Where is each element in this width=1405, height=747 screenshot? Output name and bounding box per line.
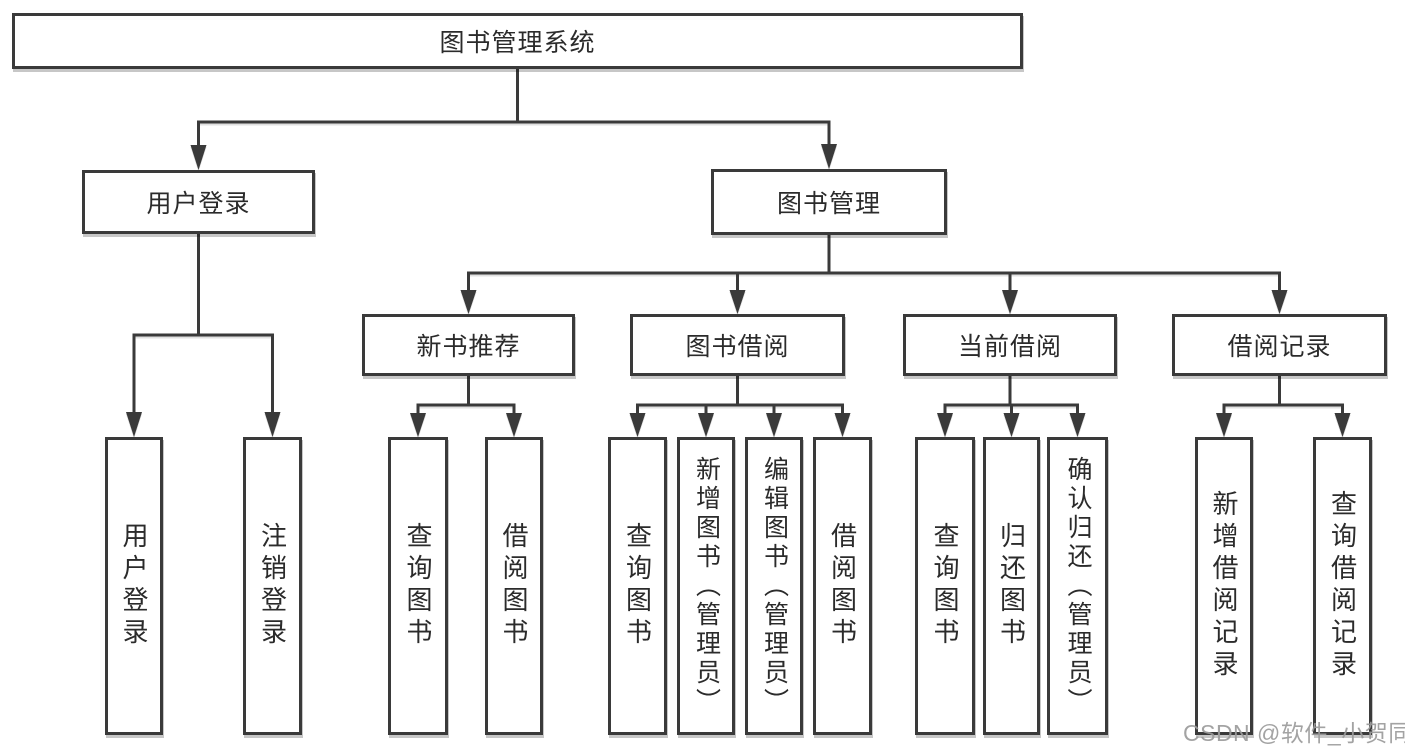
node-root-label: 图书管理系统 <box>439 29 596 57</box>
node-current-borrow: 当前借阅 <box>903 314 1117 376</box>
node-book-management-label: 图书管理 <box>776 190 881 218</box>
node-book-borrow-label: 图书借阅 <box>685 333 790 361</box>
node-user-login: 用户登录 <box>82 170 315 234</box>
connector-recommend-children <box>410 374 522 437</box>
leaf-borrow-add-book-admin: 新增图书（管理员） <box>677 437 735 735</box>
leaf-records-add-record-label: 新增借阅记录 <box>1209 490 1239 682</box>
leaf-current-query-book: 查询图书 <box>915 437 975 735</box>
leaf-borrow-borrow-book-label: 借阅图书 <box>827 522 858 650</box>
node-borrow-records-label: 借阅记录 <box>1227 333 1332 361</box>
leaf-borrow-borrow-book: 借阅图书 <box>813 437 872 735</box>
leaf-borrow-query-book-label: 查询图书 <box>622 522 653 650</box>
leaf-current-confirm-return-admin-label: 确认归还（管理员） <box>1064 455 1092 717</box>
node-book-management: 图书管理 <box>711 169 947 235</box>
leaf-logout-label: 注销登录 <box>257 522 288 650</box>
connector-borrow-children <box>629 374 851 437</box>
node-new-book-recommend-label: 新书推荐 <box>416 333 521 361</box>
connector-root-to-level2 <box>190 67 837 170</box>
connector-current-children <box>937 374 1086 437</box>
connector-records-children <box>1216 374 1351 437</box>
leaf-recommend-borrow-book-label: 借阅图书 <box>499 522 529 650</box>
leaf-current-return-book-label: 归还图书 <box>996 522 1027 650</box>
node-book-borrow: 图书借阅 <box>630 314 845 376</box>
leaf-borrow-edit-book-admin-label: 编辑图书（管理员） <box>760 455 789 717</box>
connector-user-login-children <box>126 232 281 437</box>
leaf-records-query-record: 查询借阅记录 <box>1313 437 1372 735</box>
leaf-recommend-query-book: 查询图书 <box>388 437 448 735</box>
leaf-recommend-query-book-label: 查询图书 <box>403 522 433 650</box>
leaf-user-login-label: 用户登录 <box>119 522 149 650</box>
leaf-borrow-query-book: 查询图书 <box>608 437 667 735</box>
node-new-book-recommend: 新书推荐 <box>362 314 575 376</box>
leaf-user-login: 用户登录 <box>105 437 163 735</box>
connector-book-management-children <box>460 233 1288 314</box>
leaf-records-add-record: 新增借阅记录 <box>1195 437 1253 735</box>
leaf-current-confirm-return-admin: 确认归还（管理员） <box>1047 437 1108 735</box>
leaf-borrow-edit-book-admin: 编辑图书（管理员） <box>745 437 803 735</box>
node-borrow-records: 借阅记录 <box>1172 314 1387 376</box>
csdn-watermark: CSDN @软件_小贺同学 <box>1183 720 1405 746</box>
node-root: 图书管理系统 <box>12 13 1023 69</box>
leaf-current-query-book-label: 查询图书 <box>930 522 960 650</box>
leaf-borrow-add-book-admin-label: 新增图书（管理员） <box>692 455 721 717</box>
leaf-current-return-book: 归还图书 <box>983 437 1040 735</box>
leaf-records-query-record-label: 查询借阅记录 <box>1327 490 1358 682</box>
node-user-login-label: 用户登录 <box>146 190 251 218</box>
leaf-recommend-borrow-book: 借阅图书 <box>485 437 543 735</box>
node-current-borrow-label: 当前借阅 <box>957 333 1062 361</box>
leaf-logout: 注销登录 <box>243 437 302 735</box>
